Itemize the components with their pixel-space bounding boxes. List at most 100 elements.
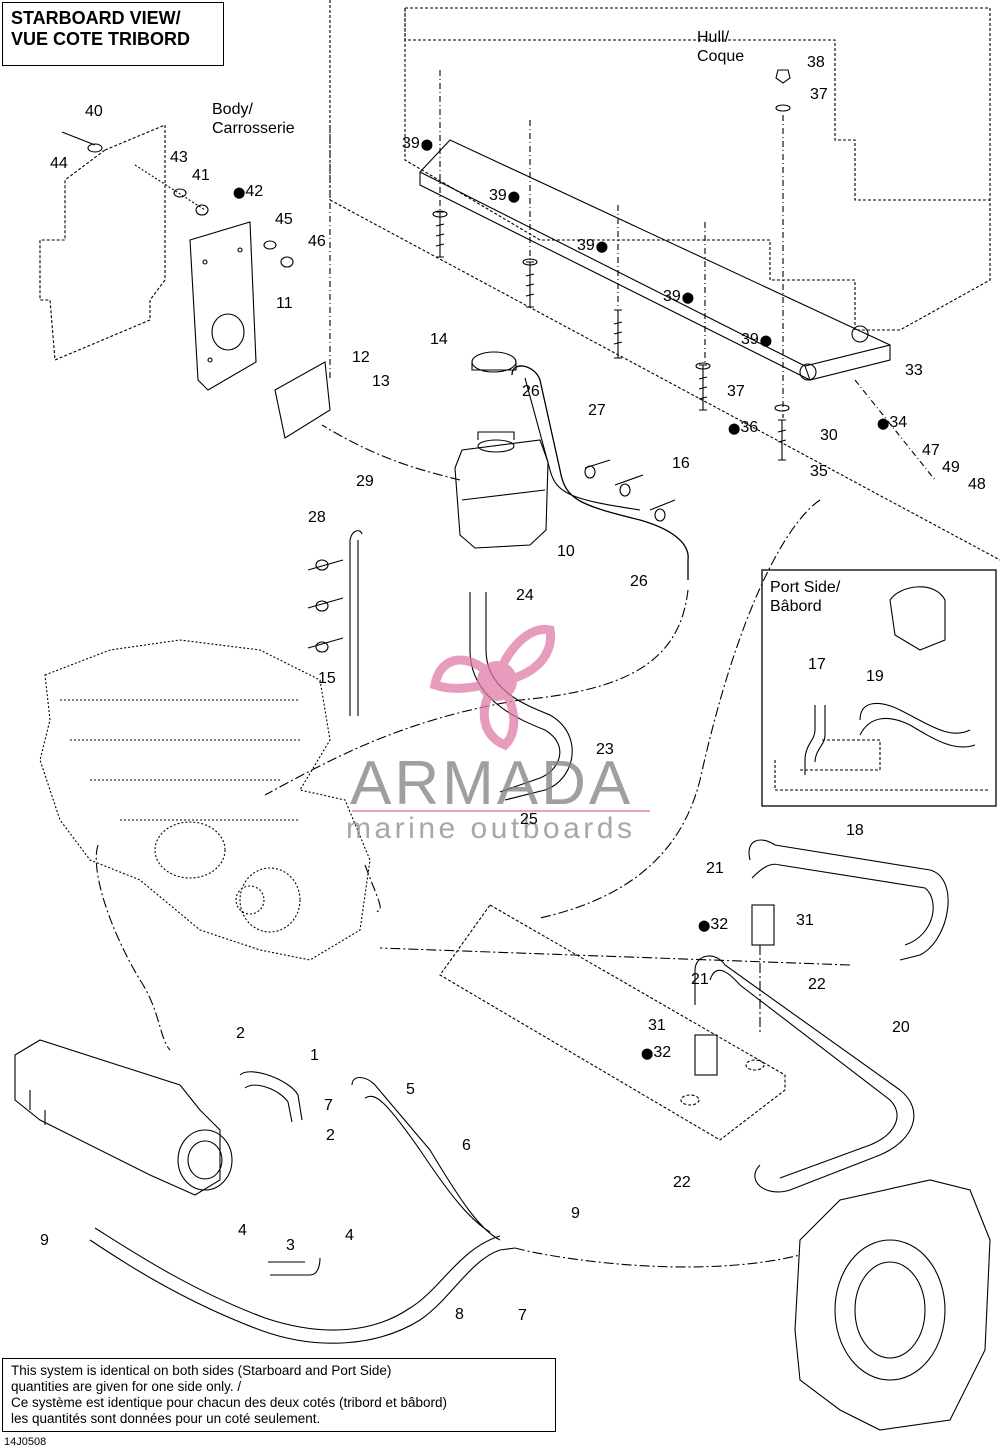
callout-33: 33 xyxy=(905,362,923,379)
callout-28: 28 xyxy=(308,509,326,526)
coolant-reservoir xyxy=(454,351,549,549)
callout-17: 17 xyxy=(808,656,826,673)
title-line-2: VUE COTE TRIBORD xyxy=(11,29,191,49)
callout-7: 7 xyxy=(324,1097,333,1114)
callout-30: 30 xyxy=(820,427,838,444)
body-fasteners xyxy=(61,131,294,268)
hose-18 xyxy=(748,839,949,961)
drop-icon: ⬤ xyxy=(507,191,521,203)
callout-5: 5 xyxy=(406,1081,415,1098)
drop-icon: ⬤ xyxy=(641,1048,654,1060)
hull-block xyxy=(329,0,1000,561)
callout-10: 10 xyxy=(557,543,575,560)
callout-25: 25 xyxy=(520,811,538,828)
callout-12: 12 xyxy=(352,349,370,366)
hull-label-2: Coque xyxy=(697,48,745,65)
callout-38: 38 xyxy=(807,54,825,71)
callout-35: 35 xyxy=(810,463,828,480)
fitting-31 xyxy=(694,904,775,1076)
callout-47: 47 xyxy=(922,442,940,459)
callout-39: 39⬤ xyxy=(489,187,521,204)
drop-icon: ⬤ xyxy=(759,335,773,347)
callout-13: 13 xyxy=(372,373,390,390)
callout-36: ⬤36 xyxy=(728,419,759,436)
port-side-label-2: Bâbord xyxy=(770,598,822,615)
hose-27 xyxy=(511,365,689,580)
bar-bolts xyxy=(432,69,791,461)
drop-icon: ⬤ xyxy=(681,292,695,304)
hose-20 xyxy=(694,955,915,1193)
callout-42: ⬤42 xyxy=(233,183,264,200)
note-line-3: Ce système est identique pour chacun des… xyxy=(11,1395,447,1410)
drop-icon: ⬤ xyxy=(233,187,246,199)
note-line-2: quantities are given for one side only. … xyxy=(11,1379,242,1394)
hose-3 xyxy=(268,1257,321,1276)
figure-code: 14J0508 xyxy=(4,1436,47,1448)
callout-46: 46 xyxy=(308,233,326,250)
callout-39: 39⬤ xyxy=(663,288,695,305)
callout-16: 16 xyxy=(672,455,690,472)
exhaust-manifold xyxy=(14,1039,233,1196)
callout-26: 26 xyxy=(522,383,540,400)
callout-21: 21 xyxy=(691,971,709,988)
callout-7: 7 xyxy=(518,1307,527,1324)
callout-3: 3 xyxy=(286,1237,295,1254)
callout-15: 15 xyxy=(318,670,336,687)
bracket-bar xyxy=(419,139,891,381)
drop-icon: ⬤ xyxy=(877,418,890,430)
note-line-1: This system is identical on both sides (… xyxy=(11,1363,392,1378)
callout-31: 31 xyxy=(796,912,814,929)
callout-14: 14 xyxy=(430,331,448,348)
center-lines xyxy=(329,70,936,481)
mounting-plate xyxy=(189,221,257,391)
callout-22: 22 xyxy=(808,976,826,993)
lower-plate xyxy=(439,904,786,1141)
clamps xyxy=(307,459,676,653)
hull-label-1: Hull/ xyxy=(697,29,730,46)
callout-45: 45 xyxy=(275,211,293,228)
callout-31: 31 xyxy=(648,1017,666,1034)
callout-19: 19 xyxy=(866,668,884,685)
callout-11: 11 xyxy=(276,295,293,312)
callout-9: 9 xyxy=(571,1205,580,1222)
callout-44: 44 xyxy=(50,155,68,172)
callout-37: 37 xyxy=(727,383,745,400)
callout-8: 8 xyxy=(455,1306,464,1323)
callout-20: 20 xyxy=(892,1019,910,1036)
callout-18: 18 xyxy=(846,822,864,839)
callout-2: 2 xyxy=(236,1025,245,1042)
callout-39: 39⬤ xyxy=(402,135,434,152)
jet-pump-housing xyxy=(794,1179,991,1431)
callout-1: 1 xyxy=(310,1047,319,1064)
drop-icon: ⬤ xyxy=(420,139,434,151)
callout-39: 39⬤ xyxy=(741,331,773,348)
hose-28 xyxy=(349,530,363,716)
callout-37: 37 xyxy=(810,86,828,103)
callout-24: 24 xyxy=(516,587,534,604)
callout-4: 4 xyxy=(238,1222,247,1239)
drop-icon: ⬤ xyxy=(728,423,741,435)
callout-23: 23 xyxy=(596,741,614,758)
callout-29: 29 xyxy=(356,473,374,490)
hose-5 xyxy=(351,1076,501,1241)
watermark-tagline: marine outboards xyxy=(346,812,636,845)
callout-21: 21 xyxy=(706,860,724,877)
small-bracket xyxy=(274,361,331,439)
callout-34: ⬤34 xyxy=(877,414,908,431)
watermark-logo xyxy=(429,624,555,751)
body-label-2: Carrosserie xyxy=(212,120,295,137)
callout-40: 40 xyxy=(85,103,103,120)
callout-32: ⬤32 xyxy=(698,916,729,933)
callout-49: 49 xyxy=(942,459,960,476)
callout-9: 9 xyxy=(40,1232,49,1249)
callout-41: 41 xyxy=(192,167,210,184)
watermark-brand: ARMADA xyxy=(350,749,634,818)
diagram-title: STARBOARD VIEW/ VUE COTE TRIBORD xyxy=(2,2,224,66)
drop-icon: ⬤ xyxy=(698,920,711,932)
note-line-4: les quantités sont données pour un coté … xyxy=(11,1411,321,1426)
callout-32: ⬤32 xyxy=(641,1044,672,1061)
engine-block xyxy=(39,639,371,961)
callout-43: 43 xyxy=(170,149,188,166)
callout-27: 27 xyxy=(588,402,606,419)
